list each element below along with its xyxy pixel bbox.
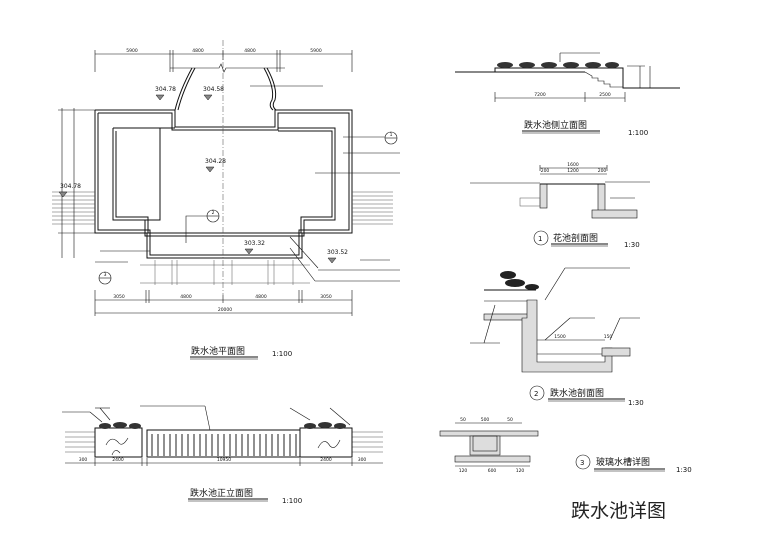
plan-bottom-dim-4: 3050 (320, 294, 332, 300)
side-elevation: 7200 2500 跌水池侧立面图 1:100 (455, 52, 680, 137)
svg-text:3: 3 (104, 272, 107, 278)
section-3-title: 玻璃水槽详图 (596, 456, 650, 468)
svg-text:200: 200 (541, 168, 550, 174)
plan-top-dim-1: 5900 (126, 48, 138, 54)
side-dim-2: 2500 (599, 92, 611, 98)
plan-top-dim-3: 4800 (244, 48, 256, 54)
svg-text:120: 120 (459, 468, 468, 474)
svg-text:150: 150 (604, 334, 613, 340)
svg-text:120: 120 (516, 468, 525, 474)
svg-text:303.32: 303.32 (244, 240, 265, 247)
plan-top-dim-2: 4800 (192, 48, 204, 54)
svg-text:2400: 2400 (112, 457, 124, 463)
plan-scale: 1:100 (272, 350, 292, 358)
front-elevation: 300 2400 10950 2400 300 跌水池正立面图 1:100 (62, 405, 383, 505)
plan-bottom-dim-3: 4800 (255, 294, 267, 300)
plan-bottom-dim-2: 4800 (180, 294, 192, 300)
svg-text:500: 500 (481, 417, 490, 423)
section-3-number: 3 (580, 459, 584, 467)
side-elevation-title: 跌水池侧立面图 (524, 119, 587, 131)
svg-text:304.28: 304.28 (205, 158, 226, 165)
section-3-glass-trough: 50 500 50 120 600 120 3 玻璃水槽详图 1:30 (439, 417, 692, 474)
svg-text:10950: 10950 (217, 457, 231, 463)
section-2-scale: 1:30 (628, 399, 644, 407)
section-1-number: 1 (538, 235, 542, 243)
svg-text:1200: 1200 (567, 168, 579, 174)
section-2-pool: 1500 150 2 跌水池剖面图 1:30 (470, 267, 644, 407)
shrub-row (497, 62, 619, 68)
svg-text:1: 1 (390, 132, 393, 138)
svg-text:300: 300 (358, 457, 367, 463)
section-1-title: 花池剖面图 (553, 232, 598, 244)
elevation-mark: 304.78 (58, 183, 81, 198)
plan-total-dim: 20000 (218, 307, 232, 313)
svg-text:1600: 1600 (567, 162, 579, 168)
svg-text:304.58: 304.58 (203, 86, 224, 93)
plan-title: 跌水池平面图 (191, 345, 245, 357)
plan-bottom-dim-1: 3050 (113, 294, 125, 300)
elevation-mark: 304.78 (155, 86, 176, 101)
svg-text:1500: 1500 (554, 334, 566, 340)
svg-text:2400: 2400 (320, 457, 332, 463)
section-1-scale: 1:30 (624, 241, 640, 249)
elevation-mark: 304.28 (205, 158, 226, 173)
section-2-title: 跌水池剖面图 (550, 387, 604, 399)
elevation-mark: 303.32 (244, 240, 265, 255)
section-callout-2[interactable]: 2 (185, 209, 220, 243)
svg-text:303.52: 303.52 (327, 249, 348, 256)
section-callout-3[interactable]: 3 (98, 271, 112, 285)
svg-text:2: 2 (212, 210, 215, 216)
svg-text:50: 50 (507, 417, 513, 423)
front-elevation-scale: 1:100 (282, 497, 302, 505)
waterfall-lines (151, 434, 297, 456)
svg-text:300: 300 (79, 457, 88, 463)
plan-top-dim-4: 5900 (310, 48, 322, 54)
sheet-title: 跌水池详图 (571, 500, 666, 522)
front-elevation-title: 跌水池正立面图 (190, 487, 253, 499)
side-dim-1: 7200 (534, 92, 546, 98)
plan-view: 5900 4800 4800 5900 3050 4800 4800 3050 … (52, 40, 400, 360)
svg-text:200: 200 (598, 168, 607, 174)
svg-text:50: 50 (460, 417, 466, 423)
section-2-number: 2 (534, 390, 538, 398)
section-callout-1[interactable]: 1 (343, 131, 398, 145)
svg-text:304.78: 304.78 (155, 86, 176, 93)
: 304.78 (60, 183, 81, 190)
elevation-mark: 304.58 (203, 86, 224, 101)
elevation-mark: 303.52 (327, 249, 348, 264)
section-3-scale: 1:30 (676, 466, 692, 474)
side-elevation-scale: 1:100 (628, 129, 648, 137)
svg-text:600: 600 (488, 468, 497, 474)
section-1-planter: 1600 200 1200 200 1 花池剖面图 1:30 (470, 162, 650, 249)
